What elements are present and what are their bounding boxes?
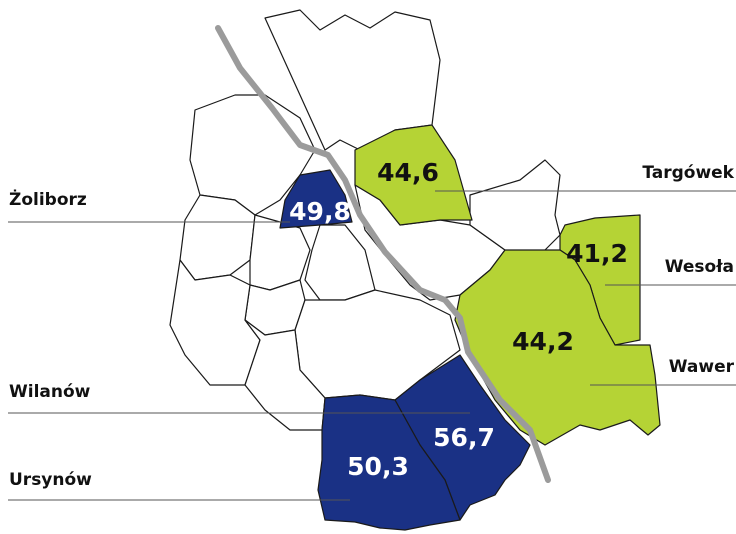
name-targowek: Targówek xyxy=(642,163,734,183)
district-bemowo xyxy=(179,194,256,281)
district-ursynow xyxy=(317,394,461,531)
value-zoliborz: 49,8 xyxy=(289,197,351,226)
district-srodmiescie xyxy=(304,224,376,301)
name-wilanow: Wilanów xyxy=(9,382,91,402)
district-bialoleka xyxy=(264,9,441,151)
value-wawer: 44,2 xyxy=(512,327,574,356)
value-labels: 49,8 44,6 41,2 44,2 56,7 50,3 xyxy=(289,158,628,481)
name-ursynow: Ursynów xyxy=(9,470,92,490)
leader-lines xyxy=(8,190,736,501)
name-wawer: Wawer xyxy=(669,357,735,377)
name-labels: Żoliborz Targówek Wesoła Wawer Wilanów U… xyxy=(9,163,735,490)
districts-highlighted xyxy=(279,124,661,531)
value-wesola: 41,2 xyxy=(566,239,628,268)
vistula-river xyxy=(215,25,551,483)
name-zoliborz: Żoliborz xyxy=(9,188,87,210)
value-ursynow: 50,3 xyxy=(347,452,409,481)
district-wawer xyxy=(454,249,661,446)
value-wilanow: 56,7 xyxy=(433,423,495,452)
district-targowek xyxy=(354,124,473,226)
district-zoliborz xyxy=(279,169,353,229)
value-targowek: 44,6 xyxy=(377,158,439,187)
name-wesola: Wesoła xyxy=(665,257,734,277)
